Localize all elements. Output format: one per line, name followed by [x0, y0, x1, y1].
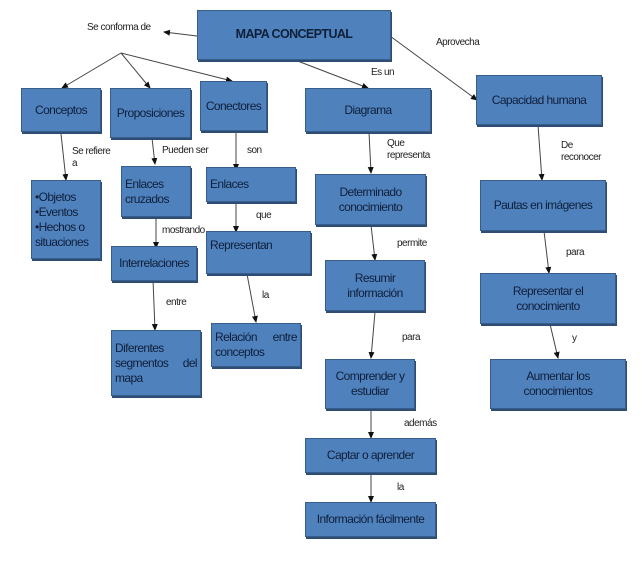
- node-conectores[interactable]: Conectores: [200, 81, 267, 131]
- edge-representan-relacion: [246, 273, 258, 323]
- node-conceptos[interactable]: Conceptos: [21, 88, 101, 132]
- node-proposiciones[interactable]: Proposiciones: [110, 88, 191, 138]
- edge-root-diagrama: [294, 59, 369, 89]
- edge-root-capacidad: [389, 35, 478, 101]
- node-mapa-conceptual[interactable]: MAPA CONCEPTUAL: [197, 10, 391, 60]
- link-label-que: que: [256, 210, 272, 221]
- link-label-mostrando: mostrando: [162, 225, 205, 236]
- node-informacion-facilmente[interactable]: Información fácilmente: [305, 502, 436, 537]
- node-interrelaciones[interactable]: Interrelaciones: [111, 246, 197, 281]
- edge-diagrama-determinado: [367, 131, 374, 174]
- node-diagrama[interactable]: Diagrama: [305, 88, 431, 132]
- node-diferentes-segmentos[interactable]: Diferentes segmentos del mapa: [111, 330, 201, 396]
- edge-proposiciones-enlacescruzados: [151, 137, 158, 165]
- edge-representar-aumentar: [549, 323, 560, 359]
- edge-resumir-comprender: [368, 311, 376, 359]
- edge-conceptos-objetos: [60, 133, 69, 181]
- node-aumentar-conocimientos[interactable]: Aumentar los conocimientos: [490, 359, 626, 409]
- objetos-list: Objetos Eventos Hechos o situaciones: [35, 190, 97, 250]
- edge-pautas-representar: [543, 230, 552, 274]
- link-label-que-representa: Que representa: [387, 138, 430, 161]
- edge-determinado-resumir: [370, 224, 378, 261]
- node-representar-conocimiento[interactable]: Representar el conocimiento: [480, 273, 616, 324]
- node-resumir-informacion[interactable]: Resumir información: [325, 260, 425, 311]
- node-comprender-estudiar[interactable]: Comprender y estudiar: [325, 359, 415, 409]
- node-representan[interactable]: Representan: [206, 231, 311, 274]
- node-enlaces[interactable]: Enlaces: [206, 167, 296, 202]
- link-label-entre: entre: [166, 297, 187, 308]
- node-objetos-eventos-hechos[interactable]: Objetos Eventos Hechos o situaciones: [31, 180, 101, 259]
- link-label-se-refiere-a: Se refiere a: [72, 146, 111, 169]
- edge-capacidad-pautas: [537, 124, 545, 181]
- list-item: Hechos o situaciones: [35, 220, 97, 250]
- node-enlaces-cruzados[interactable]: Enlaces cruzados: [121, 166, 191, 217]
- edge-hub-conectores: [120, 52, 233, 83]
- link-label-se-conforma-de: Se conforma de: [87, 22, 151, 33]
- node-determinado-conocimiento[interactable]: Determinado conocimiento: [315, 174, 426, 225]
- link-label-la-1: la: [262, 290, 269, 301]
- link-label-son: son: [247, 145, 262, 156]
- link-label-es-un: Es un: [371, 67, 395, 78]
- link-label-la-2: la: [397, 482, 404, 493]
- edge-interrelaciones-diferentes: [151, 279, 158, 331]
- link-label-permite: permite: [397, 238, 427, 249]
- list-item: Eventos: [35, 205, 97, 220]
- link-label-de-reconocer: De reconocer: [561, 140, 601, 163]
- list-item: Objetos: [35, 190, 97, 205]
- link-label-pueden-ser: Pueden ser: [162, 145, 209, 156]
- link-label-y: y: [572, 333, 577, 344]
- node-capacidad-humana[interactable]: Capacidad humana: [476, 75, 602, 125]
- node-relacion-entre-conceptos[interactable]: Relación entre conceptos: [211, 323, 301, 367]
- link-label-ademas: además: [404, 418, 437, 429]
- link-label-para-2: para: [566, 247, 585, 258]
- link-label-para-1: para: [402, 332, 421, 343]
- link-label-aprovecha: Aprovecha: [436, 37, 480, 48]
- edge-hub-conceptos: [61, 52, 122, 89]
- node-pautas-imagenes[interactable]: Pautas en imágenes: [480, 180, 606, 231]
- edge-root-seconforma: [163, 29, 198, 37]
- edge-hub-proposiciones: [120, 52, 151, 89]
- node-captar-aprender[interactable]: Captar o aprender: [305, 438, 436, 473]
